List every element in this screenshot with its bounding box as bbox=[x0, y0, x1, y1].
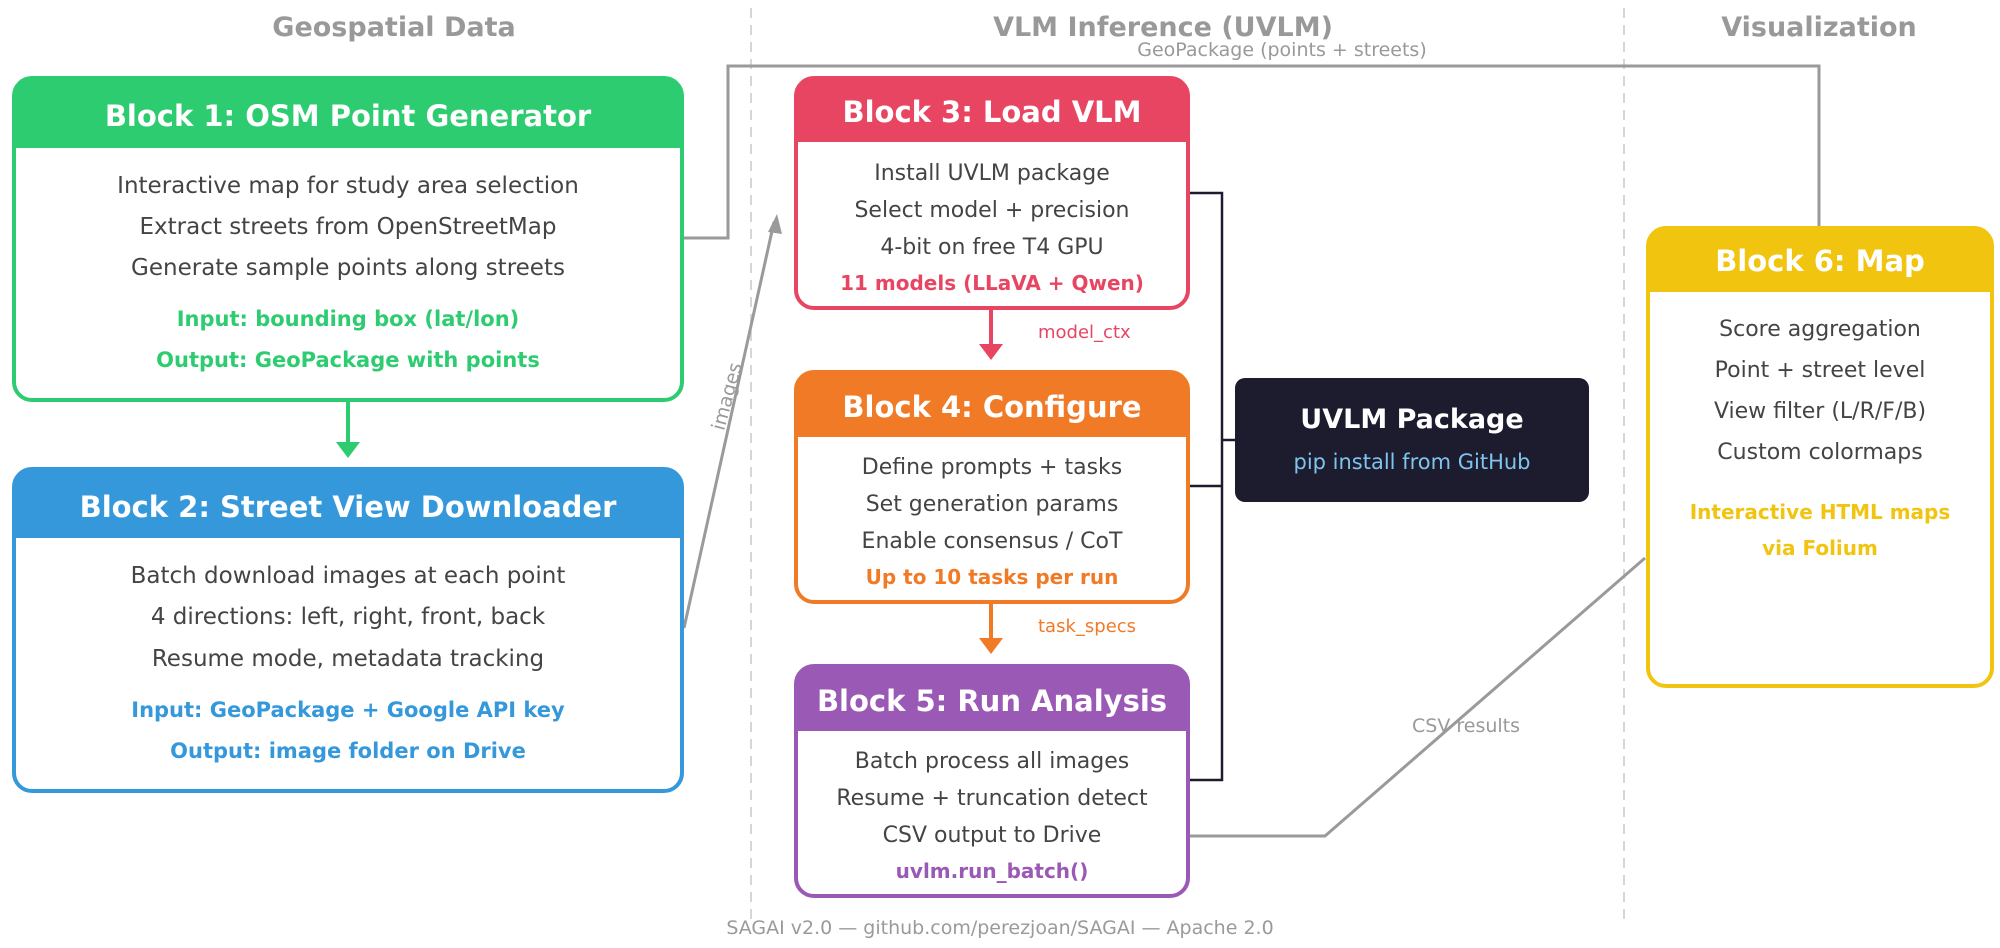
block1-title: Block 1: OSM Point Generator bbox=[105, 99, 592, 133]
block-5-run-analysis: Block 5: Run Analysis Batch process all … bbox=[794, 664, 1190, 898]
block1-line-2: Extract streets from OpenStreetMap bbox=[140, 214, 557, 240]
block6-title: Block 6: Map bbox=[1715, 244, 1925, 278]
uvlm-package-box: UVLM Package pip install from GitHub bbox=[1235, 378, 1589, 502]
geopackage-connector bbox=[684, 64, 1821, 240]
block1-output: Output: GeoPackage with points bbox=[156, 348, 540, 372]
block3-line-3: 4-bit on free T4 GPU bbox=[880, 235, 1103, 260]
block6-highlight-1: Interactive HTML maps bbox=[1690, 500, 1951, 524]
block2-header bbox=[14, 469, 682, 538]
section-title-visualization: Visualization bbox=[1721, 12, 1917, 43]
block1-input: Input: bounding box (lat/lon) bbox=[177, 307, 520, 331]
block3-header bbox=[796, 78, 1188, 142]
block4-line-2: Set generation params bbox=[866, 492, 1119, 517]
task-specs-label: task_specs bbox=[1038, 616, 1136, 637]
block1-line-1: Interactive map for study area selection bbox=[117, 173, 579, 199]
block-1-osm-point-generator: Block 1: OSM Point Generator Interactive… bbox=[12, 76, 684, 402]
csv-connector bbox=[1188, 556, 1646, 838]
images-connector bbox=[682, 221, 776, 629]
block1-header bbox=[14, 78, 682, 148]
package-frame bbox=[1235, 378, 1589, 502]
block5-highlight: uvlm.run_batch() bbox=[896, 859, 1089, 883]
images-arrowhead bbox=[768, 214, 782, 234]
package-subtitle: pip install from GitHub bbox=[1293, 450, 1530, 474]
block3-line-2: Select model + precision bbox=[854, 198, 1129, 223]
block6-line-1: Score aggregation bbox=[1719, 317, 1921, 342]
geopackage-label: GeoPackage (points + streets) bbox=[1137, 39, 1426, 61]
block5-line-3: CSV output to Drive bbox=[883, 823, 1102, 848]
csv-label: CSV results bbox=[1412, 715, 1520, 737]
images-label: images bbox=[708, 360, 747, 432]
block6-header bbox=[1648, 228, 1992, 292]
block6-line-2: Point + street level bbox=[1715, 358, 1926, 383]
block2-input: Input: GeoPackage + Google API key bbox=[131, 698, 565, 722]
package-title: UVLM Package bbox=[1300, 404, 1523, 435]
block5-title: Block 5: Run Analysis bbox=[817, 684, 1167, 718]
block3-line-1: Install UVLM package bbox=[874, 161, 1109, 186]
section-title-geospatial: Geospatial Data bbox=[272, 12, 515, 43]
block-3-load-vlm: Block 3: Load VLM Install UVLM package S… bbox=[794, 76, 1190, 310]
block-6-map: Block 6: Map Score aggregation Point + s… bbox=[1646, 226, 1994, 688]
block5-header bbox=[796, 666, 1188, 731]
block5-line-2: Resume + truncation detect bbox=[836, 786, 1148, 811]
block2-line-3: Resume mode, metadata tracking bbox=[152, 646, 544, 672]
section-title-inference: VLM Inference (UVLM) bbox=[993, 12, 1333, 43]
block6-highlight-2: via Folium bbox=[1762, 536, 1878, 560]
block1-to-block2-arrowhead bbox=[336, 442, 360, 458]
block3-highlight: 11 models (LLaVA + Qwen) bbox=[840, 271, 1144, 295]
block6-line-3: View filter (L/R/F/B) bbox=[1714, 399, 1926, 424]
block2-title: Block 2: Street View Downloader bbox=[80, 490, 617, 524]
block6-line-4: Custom colormaps bbox=[1717, 440, 1922, 465]
block4-highlight: Up to 10 tasks per run bbox=[866, 565, 1119, 589]
model-ctx-label: model_ctx bbox=[1038, 322, 1131, 343]
block5-line-1: Batch process all images bbox=[855, 749, 1129, 774]
block4-header bbox=[796, 372, 1188, 437]
footer: SAGAI v2.0 — github.com/perezjoan/SAGAI … bbox=[726, 917, 1273, 939]
block-4-configure: Block 4: Configure Define prompts + task… bbox=[794, 370, 1190, 604]
block3-title: Block 3: Load VLM bbox=[842, 95, 1141, 129]
block-2-street-view-downloader: Block 2: Street View Downloader Batch do… bbox=[12, 467, 684, 793]
block2-line-1: Batch download images at each point bbox=[131, 563, 566, 589]
block4-title: Block 4: Configure bbox=[842, 390, 1141, 424]
block4-line-1: Define prompts + tasks bbox=[862, 455, 1122, 480]
block4-line-3: Enable consensus / CoT bbox=[862, 529, 1123, 554]
block1-line-3: Generate sample points along streets bbox=[131, 255, 565, 281]
block3-to-block4-arrowhead bbox=[979, 344, 1003, 360]
block4-to-block5-arrowhead bbox=[979, 638, 1003, 654]
block2-output: Output: image folder on Drive bbox=[170, 739, 526, 763]
block2-line-2: 4 directions: left, right, front, back bbox=[151, 604, 546, 630]
